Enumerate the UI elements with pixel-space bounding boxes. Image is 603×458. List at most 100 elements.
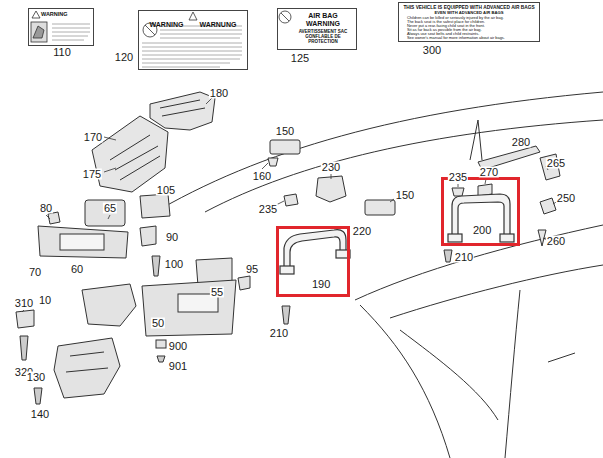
roof-parts	[92, 116, 168, 192]
car-body	[360, 305, 450, 458]
car-body	[390, 265, 603, 318]
roof-parts	[270, 140, 300, 154]
callout-number: 235	[448, 172, 468, 183]
callout-number: 175	[82, 169, 102, 180]
callout-number: 280	[511, 137, 531, 148]
car-body	[150, 92, 603, 215]
callout-number: 80	[39, 203, 53, 214]
warning-label: WARNING	[28, 8, 94, 46]
callout-number: 90	[165, 232, 179, 243]
screw	[282, 306, 290, 324]
callout-number: 200	[472, 225, 492, 236]
highlight-box: 190	[276, 226, 350, 297]
sticker-artwork	[279, 11, 291, 23]
leader-line	[108, 215, 110, 219]
callout-number: 170	[83, 132, 103, 143]
callout-number: 210	[454, 252, 474, 263]
car-body	[400, 330, 498, 420]
callout-number: 120	[114, 52, 134, 63]
sun-visor	[38, 226, 128, 258]
callout-number: 190	[311, 279, 331, 290]
callout-number: 300	[422, 45, 442, 56]
sun-visor	[48, 212, 60, 224]
grab-handle	[500, 234, 514, 242]
callout-number: 100	[164, 259, 184, 270]
callout-number: 95	[245, 264, 259, 275]
sticker-artwork	[281, 13, 289, 21]
grab-handle	[448, 234, 462, 242]
callout-number: 60	[70, 264, 84, 275]
car-body	[470, 120, 482, 160]
roof-parts	[160, 100, 205, 116]
callout-number: 220	[352, 226, 372, 237]
callout-number: 125	[290, 53, 310, 64]
callout-number: 900	[168, 341, 188, 352]
roof-parts	[538, 230, 546, 246]
leader-line	[206, 98, 212, 104]
callout-number: 265	[546, 158, 566, 169]
roof-parts	[540, 198, 556, 214]
label-text: AIR BAG WARNING	[292, 12, 354, 27]
leader-line	[104, 168, 116, 172]
callout-number: 55	[210, 287, 224, 298]
car-body	[150, 92, 603, 458]
callout-number: 235	[258, 204, 278, 215]
sticker-artwork	[33, 26, 44, 38]
callout-number: 210	[269, 328, 289, 339]
callout-number: 260	[546, 236, 566, 247]
callout-number: 270	[479, 167, 499, 178]
sticker-artwork	[32, 11, 40, 18]
label-text: WARNUNG	[199, 21, 236, 29]
label-text: WARNING	[150, 21, 184, 29]
leader-line	[104, 137, 116, 140]
callout-number: 310	[14, 298, 34, 309]
screw	[157, 356, 165, 362]
screw	[152, 256, 160, 276]
leader-line	[22, 98, 558, 312]
callout-number: 130	[26, 372, 46, 383]
car-body	[355, 225, 603, 300]
roof-parts	[92, 92, 560, 246]
callout-number: 230	[321, 162, 341, 173]
car-body	[548, 353, 575, 362]
label-text: THIS VEHICLE IS EQUIPPED WITH ADVANCED A…	[401, 5, 537, 10]
leader-line	[46, 215, 50, 219]
roof-parts	[268, 158, 278, 166]
sun-visor	[82, 284, 136, 326]
callout-number: 250	[556, 193, 576, 204]
callout-number: 180	[209, 88, 229, 99]
grab-handle	[452, 194, 510, 236]
callout-number: 10	[38, 295, 52, 306]
callout-number: 50	[151, 318, 165, 329]
sun-visor	[60, 234, 104, 250]
airbag-info-label: THIS VEHICLE IS EQUIPPED WITH ADVANCED A…	[398, 2, 540, 42]
car-body	[205, 120, 603, 212]
sun-visor	[140, 226, 156, 246]
leader-line	[458, 184, 459, 187]
leader-line	[390, 199, 394, 202]
sun-visor	[85, 200, 125, 226]
roof-parts	[316, 176, 346, 202]
roof-parts	[150, 92, 215, 130]
roof-parts	[365, 200, 395, 215]
grab-handle	[284, 230, 346, 268]
callout-number: 110	[52, 47, 72, 58]
roof-parts	[452, 188, 464, 196]
warning-label: WARNING WARNUNG	[138, 10, 248, 70]
sun-visor	[140, 194, 170, 218]
airbag-warning-label: AIR BAG WARNINGAVERTISSEMENT SAC GONFLAB…	[277, 8, 357, 50]
sun-visor	[16, 194, 250, 398]
sun-visor	[54, 338, 120, 398]
screw	[20, 336, 28, 360]
sticker-artwork	[31, 22, 47, 42]
sticker-artwork	[142, 26, 242, 67]
leader-line	[331, 174, 332, 179]
label-text: WARNING	[41, 11, 91, 17]
sticker-artwork	[52, 24, 90, 40]
callout-number: 70	[28, 267, 42, 278]
sun-visor	[16, 310, 34, 328]
screw	[34, 388, 42, 404]
leader-line	[22, 310, 24, 312]
sun-visor	[66, 352, 108, 372]
